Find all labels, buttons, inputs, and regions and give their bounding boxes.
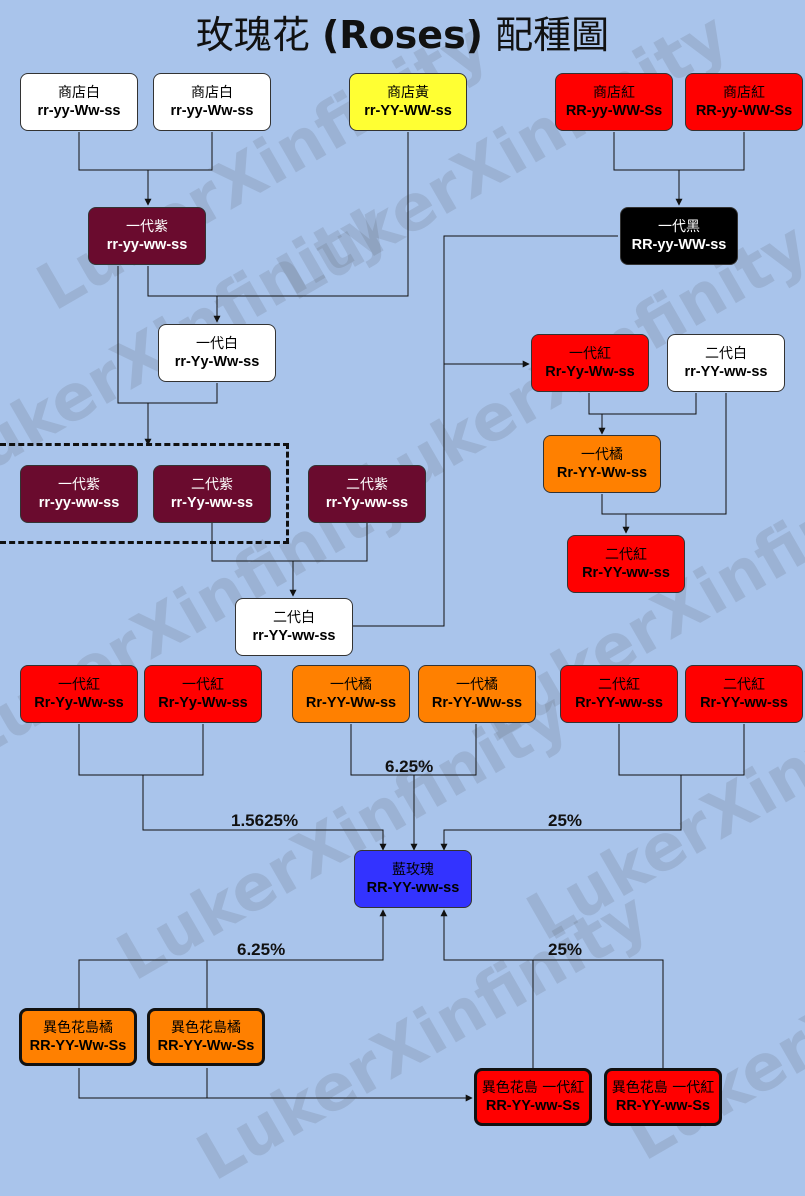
rose-name: 商店紅	[593, 85, 635, 101]
rose-name: 一代紅	[182, 677, 224, 693]
rose-node-dash-purple-2: 二代紫 rr-Yy-ww-ss	[153, 465, 271, 523]
rose-node-island-red-2: 異色花島 一代紅 RR-YY-ww-Ss	[604, 1068, 722, 1126]
connector-lines	[78, 132, 745, 1102]
rose-name: 藍玫瑰	[392, 862, 434, 878]
rose-name: 異色花島橘	[171, 1020, 241, 1036]
rose-genotype: rr-Yy-ww-ss	[170, 495, 254, 511]
rose-name: 一代紫	[126, 219, 168, 235]
rose-node-gen1-white: 一代白 rr-Yy-Ww-ss	[158, 324, 276, 382]
rose-node-b-orange-2: 一代橘 Rr-YY-Ww-ss	[418, 665, 536, 723]
rose-node-b-red2-1: 二代紅 Rr-YY-ww-ss	[560, 665, 678, 723]
rose-genotype: RR-yy-WW-ss	[631, 237, 727, 253]
rose-name: 二代紅	[605, 547, 647, 563]
rose-genotype: RR-YY-ww-Ss	[615, 1098, 711, 1114]
percentage-label: 1.5625%	[231, 811, 299, 830]
rose-node-gen2-white-r: 二代白 rr-YY-ww-ss	[667, 334, 785, 392]
rose-genotype: rr-YY-WW-ss	[364, 103, 452, 119]
rose-genotype: rr-Yy-ww-ss	[325, 495, 409, 511]
rose-genotype: RR-YY-ww-ss	[366, 880, 460, 896]
rose-node-gen2-purple: 二代紫 rr-Yy-ww-ss	[308, 465, 426, 523]
rose-genotype: Rr-YY-ww-ss	[700, 695, 788, 711]
rose-genotype: rr-yy-ww-ss	[38, 495, 120, 511]
rose-node-b-red2-2: 二代紅 Rr-YY-ww-ss	[685, 665, 803, 723]
rose-genotype: rr-YY-ww-ss	[252, 628, 336, 644]
rose-genotype: rr-Yy-Ww-ss	[174, 354, 260, 370]
percentage-label: 25%	[548, 940, 583, 959]
rose-node-gen1-black: 一代黑 RR-yy-WW-ss	[620, 207, 738, 265]
rose-genotype: Rr-YY-ww-ss	[582, 565, 670, 581]
rose-name: 商店白	[191, 85, 233, 101]
rose-genotype: Rr-YY-Ww-ss	[305, 695, 397, 711]
rose-genotype: RR-yy-WW-Ss	[565, 103, 663, 119]
dashed-group-frame	[0, 443, 289, 544]
rose-genotype: Rr-Yy-Ww-ss	[34, 695, 124, 711]
rose-node-island-red-1: 異色花島 一代紅 RR-YY-ww-Ss	[474, 1068, 592, 1126]
rose-genotype: Rr-Yy-Ww-ss	[545, 364, 635, 380]
rose-genotype: rr-yy-ww-ss	[106, 237, 188, 253]
rose-node-gen1-red: 一代紅 Rr-Yy-Ww-ss	[531, 334, 649, 392]
rose-node-shop-red-1: 商店紅 RR-yy-WW-Ss	[555, 73, 673, 131]
rose-name: 異色花島 一代紅	[611, 1080, 715, 1096]
rose-genotype: Rr-YY-Ww-ss	[556, 465, 648, 481]
rose-genotype: RR-YY-Ww-Ss	[157, 1038, 255, 1054]
rose-name: 異色花島橘	[43, 1020, 113, 1036]
rose-node-shop-white-2: 商店白 rr-yy-Ww-ss	[153, 73, 271, 131]
rose-node-island-orange-2: 異色花島橘 RR-YY-Ww-Ss	[147, 1008, 265, 1066]
rose-genotype: Rr-YY-Ww-ss	[431, 695, 523, 711]
rose-name: 商店黃	[387, 85, 429, 101]
rose-name: 一代黑	[658, 219, 700, 235]
rose-node-b-red-2: 一代紅 Rr-Yy-Ww-ss	[144, 665, 262, 723]
rose-node-b-orange-1: 一代橘 Rr-YY-Ww-ss	[292, 665, 410, 723]
rose-node-gen2-white: 二代白 rr-YY-ww-ss	[235, 598, 353, 656]
rose-name: 一代橘	[456, 677, 498, 693]
rose-name: 一代橘	[581, 447, 623, 463]
rose-name: 二代白	[705, 346, 747, 362]
rose-node-gen2-red: 二代紅 Rr-YY-ww-ss	[567, 535, 685, 593]
rose-genotype: rr-yy-Ww-ss	[37, 103, 121, 119]
rose-node-dash-purple-1: 一代紫 rr-yy-ww-ss	[20, 465, 138, 523]
rose-node-shop-red-2: 商店紅 RR-yy-WW-Ss	[685, 73, 803, 131]
percentage-label: 6.25%	[385, 757, 434, 776]
percentage-label: 25%	[548, 811, 583, 830]
rose-node-gen1-orange: 一代橘 Rr-YY-Ww-ss	[543, 435, 661, 493]
rose-node-b-red-1: 一代紅 Rr-Yy-Ww-ss	[20, 665, 138, 723]
page-title: 玫瑰花 (Roses) 配種圖	[195, 13, 610, 57]
rose-name: 一代白	[196, 336, 238, 352]
rose-name: 商店紅	[723, 85, 765, 101]
rose-name: 二代紅	[598, 677, 640, 693]
rose-name: 一代紅	[58, 677, 100, 693]
rose-name: 二代紅	[723, 677, 765, 693]
rose-node-shop-white-1: 商店白 rr-yy-Ww-ss	[20, 73, 138, 131]
rose-name: 一代橘	[330, 677, 372, 693]
rose-genotype: RR-yy-WW-Ss	[695, 103, 793, 119]
rose-genotype: RR-YY-Ww-Ss	[29, 1038, 127, 1054]
rose-name: 二代白	[273, 610, 315, 626]
rose-node-island-orange-1: 異色花島橘 RR-YY-Ww-Ss	[19, 1008, 137, 1066]
rose-genotype: rr-yy-Ww-ss	[170, 103, 254, 119]
rose-genotype: Rr-YY-ww-ss	[575, 695, 663, 711]
rose-name: 一代紫	[58, 477, 100, 493]
percentage-label: 6.25%	[237, 940, 286, 959]
rose-genotype: Rr-Yy-Ww-ss	[158, 695, 248, 711]
rose-node-shop-yellow: 商店黃 rr-YY-WW-ss	[349, 73, 467, 131]
rose-name: 二代紫	[346, 477, 388, 493]
rose-genotype: RR-YY-ww-Ss	[485, 1098, 581, 1114]
rose-node-blue-rose: 藍玫瑰 RR-YY-ww-ss	[354, 850, 472, 908]
rose-node-gen1-purple: 一代紫 rr-yy-ww-ss	[88, 207, 206, 265]
rose-genotype: rr-YY-ww-ss	[684, 364, 768, 380]
rose-name: 商店白	[58, 85, 100, 101]
rose-name: 異色花島 一代紅	[481, 1080, 585, 1096]
rose-name: 一代紅	[569, 346, 611, 362]
rose-name: 二代紫	[191, 477, 233, 493]
